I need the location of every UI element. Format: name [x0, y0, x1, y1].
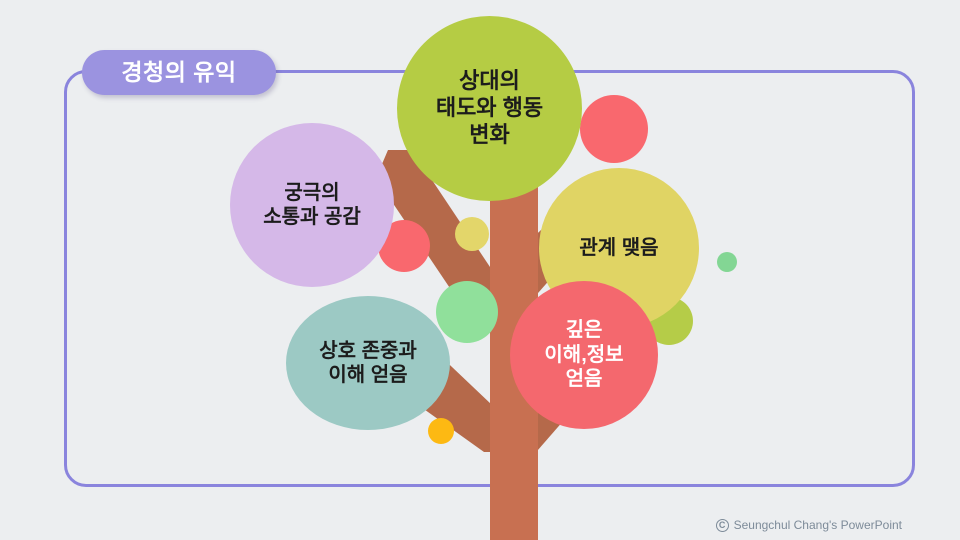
bubble-top[interactable]: 상대의 태도와 행동 변화: [397, 16, 582, 201]
bubble-left[interactable]: 궁극의 소통과 공감: [230, 123, 394, 287]
branch-upper-left: [376, 150, 500, 318]
dot-coral-upper-right: [580, 95, 648, 163]
footer-credit-text: Seungchul Chang's PowerPoint: [733, 518, 902, 532]
bubble-top-label: 상대의 태도와 행동 변화: [435, 68, 544, 147]
bubble-teal[interactable]: 상호 존중과 이해 얻음: [286, 296, 450, 430]
bubble-teal-label: 상호 존중과 이해 얻음: [319, 339, 417, 386]
footer-credit: C Seungchul Chang's PowerPoint: [715, 518, 902, 532]
dot-amber-lower-left: [428, 418, 454, 444]
dot-green-small-right: [717, 252, 737, 272]
bubble-right-label: 관계 맺음: [579, 236, 659, 259]
dot-yellow-small: [455, 217, 489, 251]
bubble-pink-label: 깊은 이해,정보 얻음: [544, 319, 624, 391]
copyright-icon: C: [715, 518, 729, 532]
bubble-pink[interactable]: 깊은 이해,정보 얻음: [510, 281, 658, 429]
bubble-left-label: 궁극의 소통과 공감: [263, 181, 361, 228]
page-title: 경청의 유익: [121, 59, 237, 85]
dot-green-mid: [436, 281, 498, 343]
slide-title-badge: 경청의 유익: [82, 50, 276, 95]
